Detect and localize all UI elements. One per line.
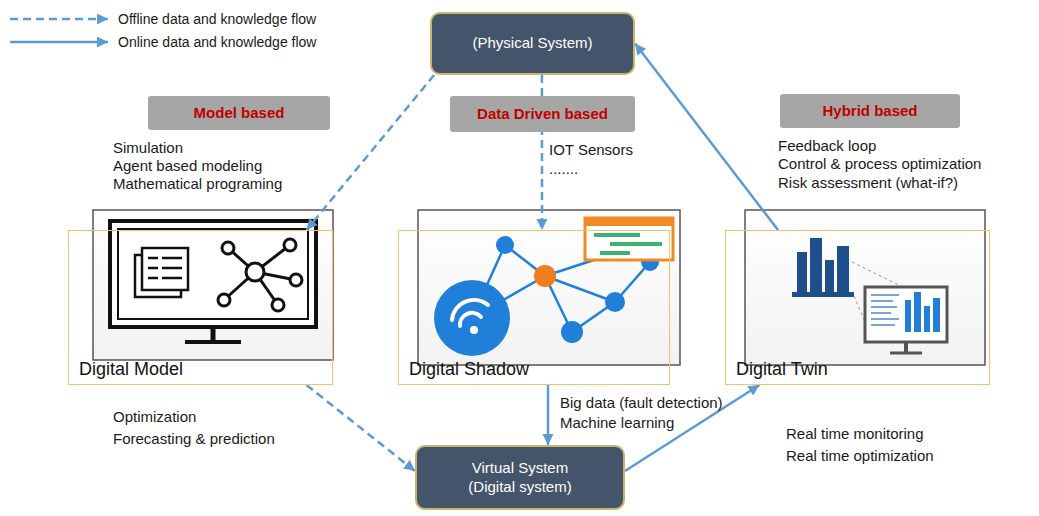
annotation-text: Real time optimization <box>786 447 934 464</box>
annotation-text: Simulation <box>113 139 183 156</box>
box-label: Hybrid based <box>822 102 917 121</box>
annotation-text: ....... <box>549 160 578 177</box>
annotation-text: Optimization <box>113 408 196 425</box>
legend-samples <box>10 19 108 42</box>
concept-panel: Digital Twin <box>725 230 990 385</box>
digital-shadow-illustration <box>418 210 680 365</box>
flow-arrow <box>547 385 550 445</box>
panel-caption: Digital Twin <box>736 358 828 381</box>
digital-twin-illustration <box>745 210 985 365</box>
category-label: Data Driven based <box>450 96 635 132</box>
annotation-text: Risk assessment (what-if?) <box>778 174 958 191</box>
category-label: Hybrid based <box>780 94 960 128</box>
system-box: Virtual System (Digital system) <box>415 445 625 510</box>
panel-caption: Digital Shadow <box>409 358 529 381</box>
system-box: (Physical System) <box>430 12 635 75</box>
flow-arrow <box>635 44 778 231</box>
panel-caption: Digital Model <box>79 358 183 381</box>
annotation-text: Control & process optimization <box>778 155 981 172</box>
category-label: Model based <box>148 96 330 130</box>
legend-text: Online data and knowledge flow <box>118 34 316 50</box>
annotation-text: IOT Sensors <box>549 141 633 158</box>
annotation-text: Agent based modeling <box>113 157 262 174</box>
box-label: Model based <box>194 104 285 123</box>
annotation-text: Big data (fault detection) <box>560 394 723 411</box>
digital-model-illustration <box>93 210 333 360</box>
annotation-text: Real time monitoring <box>786 425 924 442</box>
annotation-text: Mathematical programing <box>113 175 282 192</box>
annotation-text: Feedback loop <box>778 137 876 154</box>
annotation-text: Forecasting & prediction <box>113 430 275 447</box>
annotation-text: Machine learning <box>560 414 674 431</box>
legend-text: Offline data and knowledge flow <box>118 11 316 27</box>
box-label: (Physical System) <box>472 34 592 53</box>
concept-panel: Digital Model <box>68 230 333 385</box>
connector-layer <box>307 44 779 472</box>
flow-arrow <box>307 385 416 471</box>
solid-arrow-sample <box>10 41 108 44</box>
dashed-arrow-sample <box>10 18 108 21</box>
box-label: Virtual System (Digital system) <box>455 459 585 497</box>
box-label: Data Driven based <box>477 105 608 124</box>
concept-panel: Digital Shadow <box>398 230 670 385</box>
